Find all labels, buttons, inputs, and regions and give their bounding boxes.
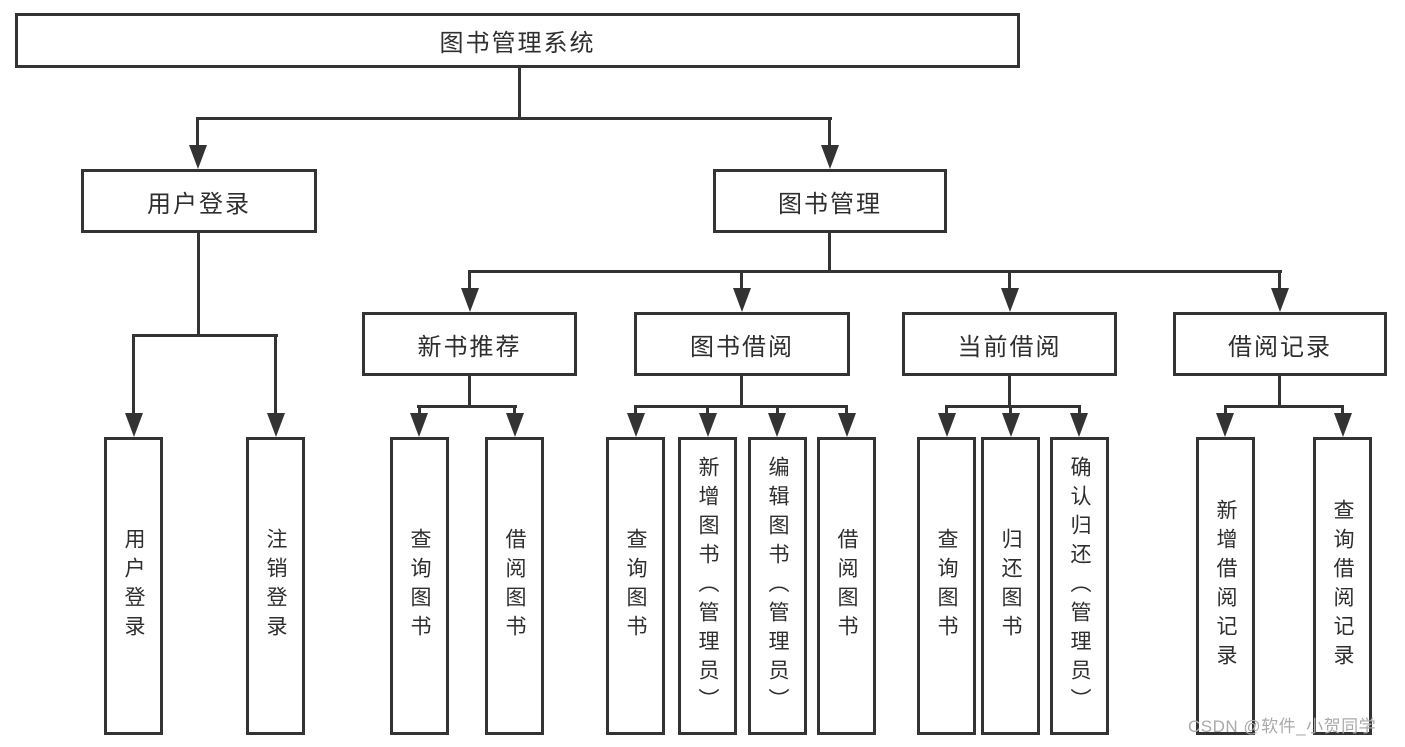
arrow-down-icon [461,288,479,312]
leaf-return-books: 归还图书 [981,437,1040,735]
connector-line [706,405,709,417]
arrow-down-icon [627,413,645,437]
arrow-down-icon [821,145,839,169]
connector-line [468,376,471,408]
node-user-login: 用户登录 [81,169,317,233]
connector-line [945,405,948,417]
connector-line [518,68,521,120]
arrow-down-icon [506,413,524,437]
arrow-down-icon [938,413,956,437]
connector-line [1341,405,1344,417]
connector-line [417,405,517,408]
connector-line [274,334,277,415]
leaf-logout: 注销登录 [246,437,305,735]
leaf-query-books-borrowing: 查询图书 [606,437,665,735]
arrow-down-icon [838,413,856,437]
arrow-down-icon [1001,288,1019,312]
connector-line [1078,405,1081,417]
connector-line [196,117,832,120]
connector-line [132,334,278,337]
arrow-down-icon [1002,413,1020,437]
node-book-management: 图书管理 [713,169,947,233]
connector-line [828,233,831,273]
arrow-down-icon [189,145,207,169]
node-library-system: 图书管理系统 [15,13,1020,68]
connector-line [634,405,848,408]
connector-line [1278,270,1281,290]
connector-line [196,117,199,147]
leaf-borrow-books-borrowing: 借阅图书 [817,437,876,735]
connector-line [1009,405,1012,417]
arrow-down-icon [1070,413,1088,437]
connector-line [740,270,743,290]
node-current-borrowing: 当前借阅 [902,312,1117,376]
connector-line [740,376,743,408]
leaf-add-books-admin: 新增图书（管理员） [678,437,737,735]
leaf-add-borrow-record: 新增借阅记录 [1196,437,1255,735]
arrow-down-icon [125,413,143,437]
connector-line [1224,405,1227,417]
arrow-down-icon [410,413,428,437]
leaf-confirm-return-admin: 确认归还（管理员） [1050,437,1109,735]
leaf-query-books-recommend: 查询图书 [390,437,449,735]
connector-line [132,334,135,415]
connector-line [828,117,831,147]
node-book-borrowing: 图书借阅 [634,312,850,376]
connector-line [776,405,779,417]
leaf-query-books-current: 查询图书 [917,437,976,735]
arrow-down-icon [1334,413,1352,437]
leaf-borrow-books-recommend: 借阅图书 [485,437,544,735]
connector-line [845,405,848,417]
connector-line [468,270,1282,273]
node-borrowing-records: 借阅记录 [1173,312,1387,376]
arrow-down-icon [1216,413,1234,437]
leaf-user-login: 用户登录 [104,437,163,735]
connector-line [1008,270,1011,290]
arrow-down-icon [768,413,786,437]
arrow-down-icon [267,413,285,437]
connector-line [1008,376,1011,408]
connector-line [1278,376,1281,408]
connector-line [945,405,1081,408]
arrow-down-icon [699,413,717,437]
connector-line [513,405,516,417]
arrow-down-icon [1271,288,1289,312]
leaf-edit-books-admin: 编辑图书（管理员） [748,437,807,735]
leaf-query-borrow-record: 查询借阅记录 [1313,437,1372,735]
connector-line [1224,405,1344,408]
node-new-book-recommend: 新书推荐 [362,312,577,376]
csdn-watermark: CSDN @软件_小贺同学 [1188,717,1377,736]
connector-line [468,270,471,290]
arrow-down-icon [733,288,751,312]
connector-line [634,405,637,417]
connector-line [418,405,421,417]
connector-line [197,233,200,337]
